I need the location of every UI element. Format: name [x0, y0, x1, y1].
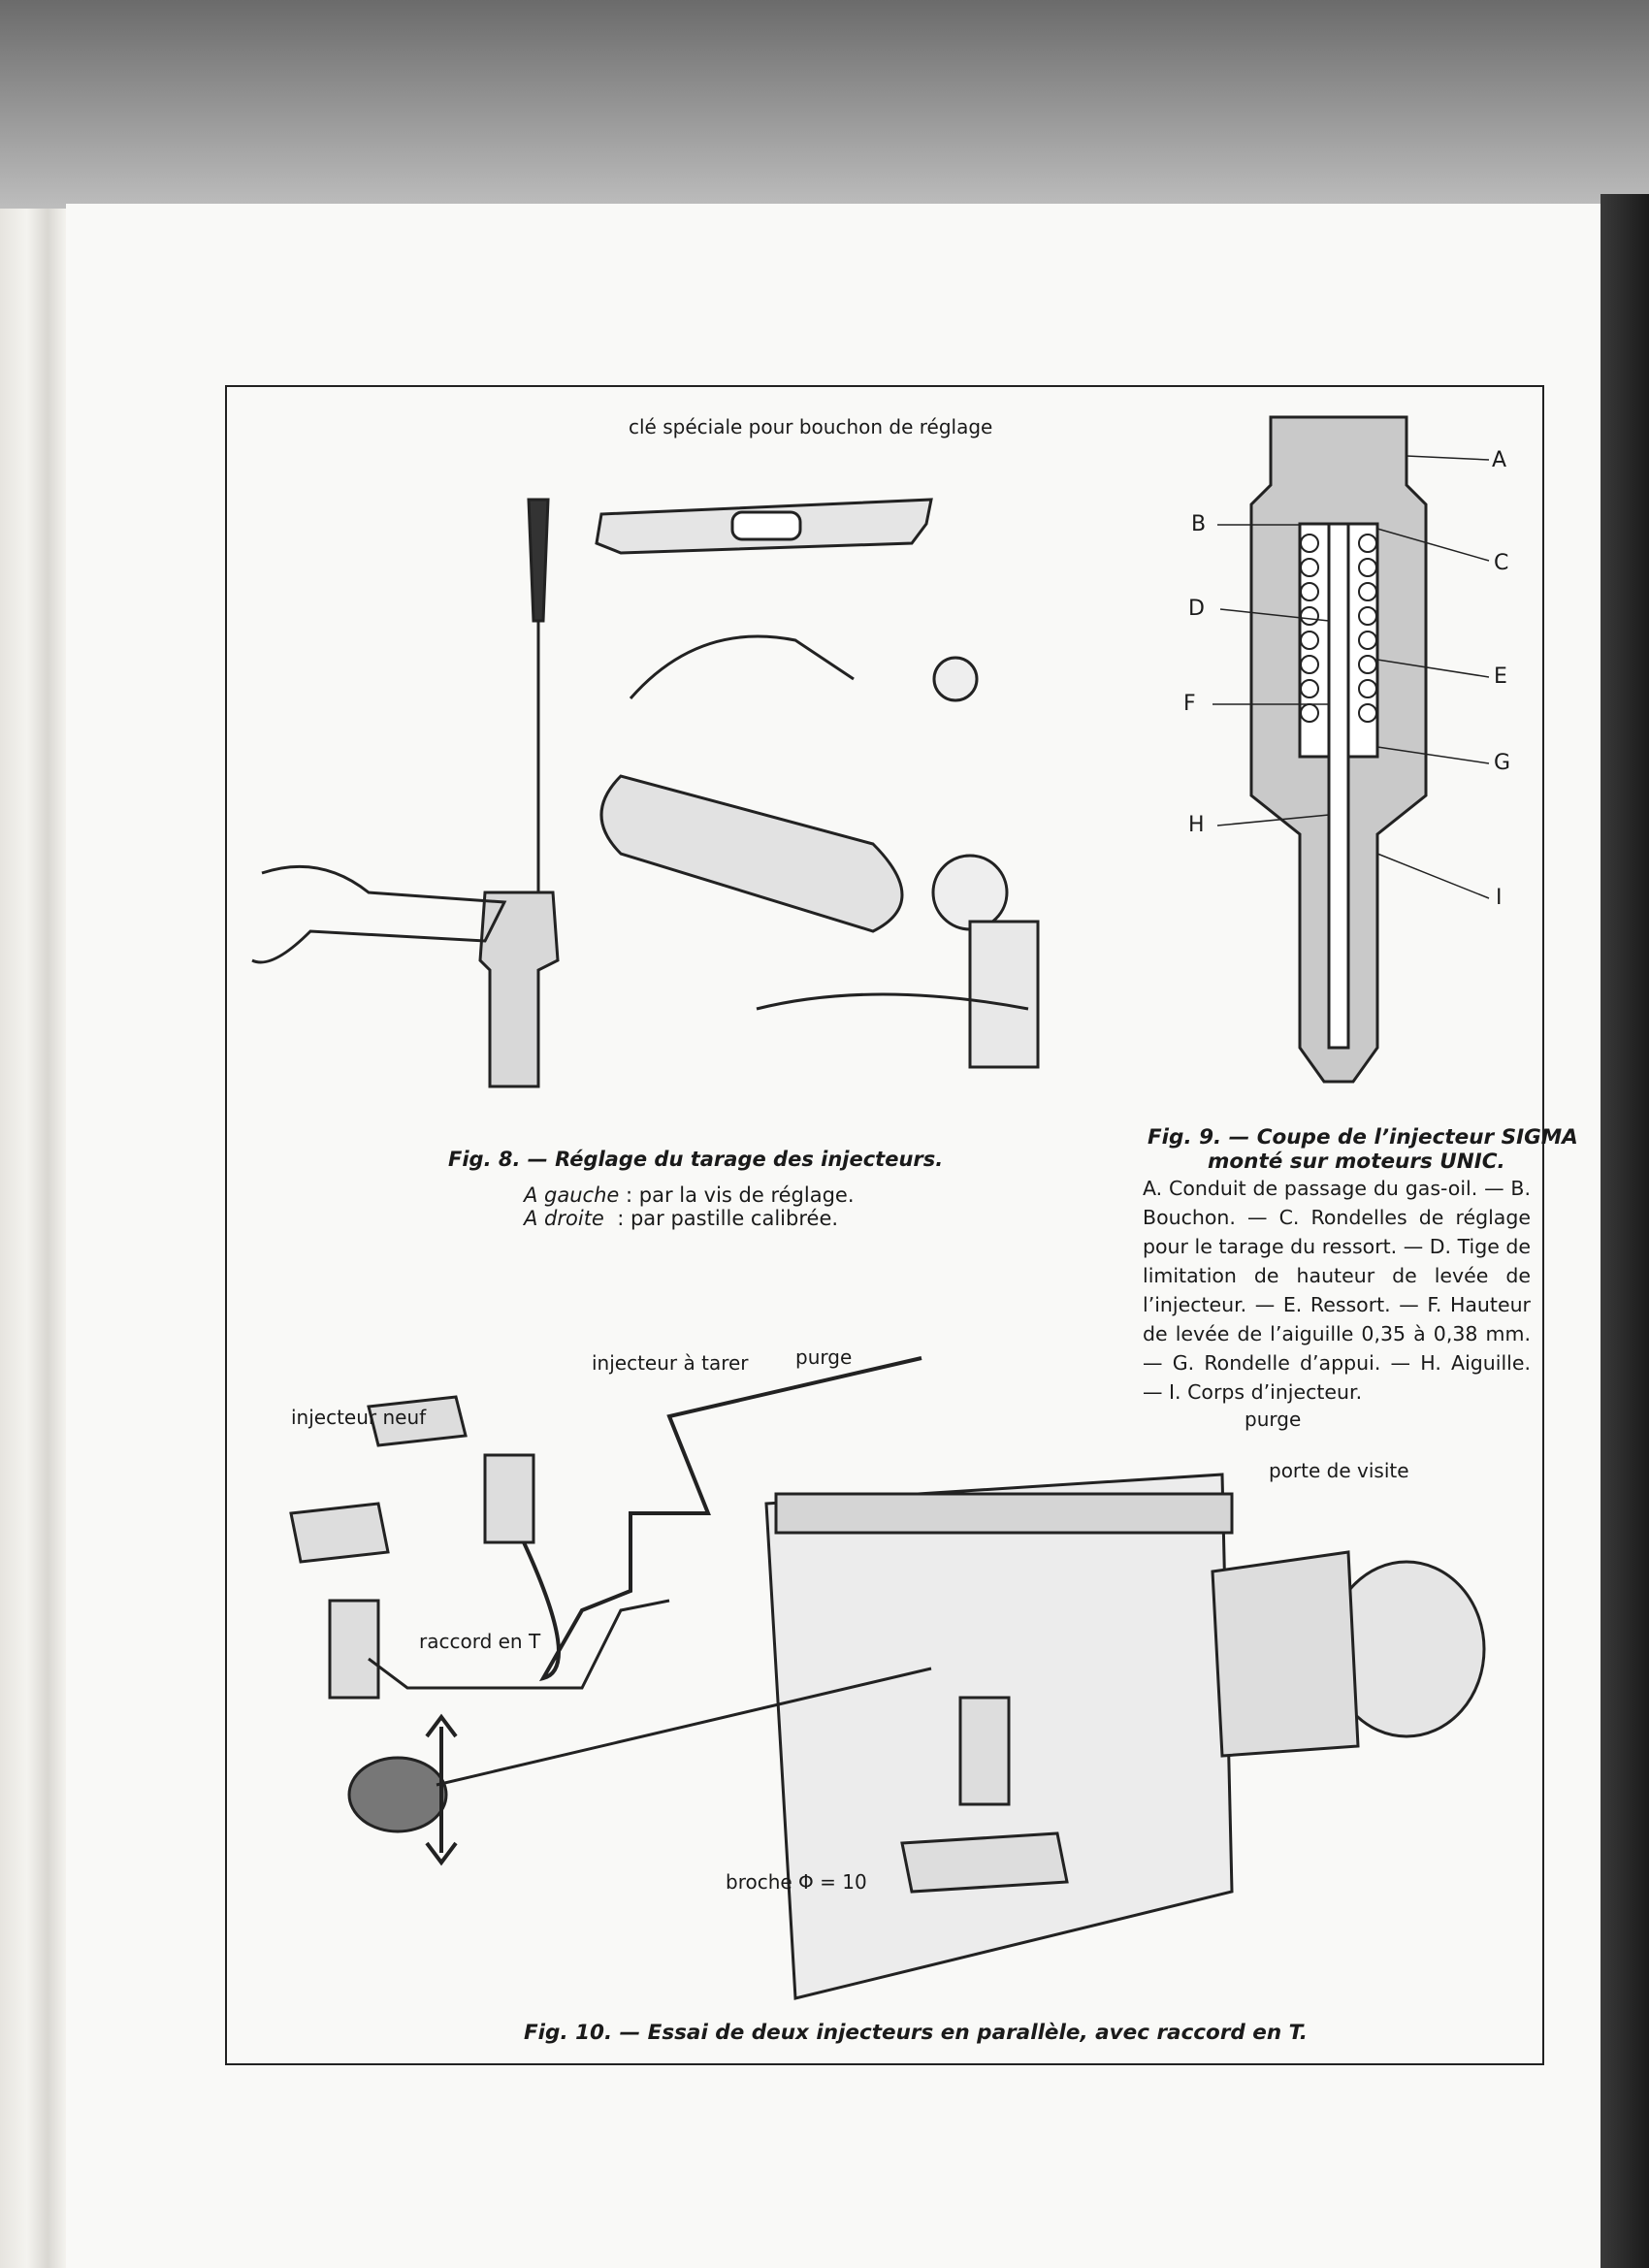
label-injecteur-neuf: injecteur neuf	[291, 1406, 427, 1429]
fig9-legend: A. Conduit de passage du gas-oil. — B. B…	[1143, 1177, 1531, 1404]
label-purge-right: purge	[1245, 1408, 1302, 1431]
fig9-letter-d: D	[1188, 597, 1205, 621]
fig9-letter-c: C	[1494, 551, 1509, 575]
fig9-letter-i: I	[1496, 886, 1503, 910]
fig8-hands-illustration	[599, 634, 1040, 1069]
fig8-left-note: A gauche : par la vis de réglage.	[524, 1183, 855, 1207]
fig8-right-prefix: A droite	[524, 1207, 604, 1230]
fig9-caption-line1: Fig. 9. — Coupe de l’injecteur SIGMA	[1148, 1125, 1578, 1150]
fig8-caption: Fig. 8. — Réglage du tarage des injecteu…	[448, 1148, 944, 1171]
fig9-letter-b: B	[1191, 512, 1207, 536]
scan-background	[0, 0, 1649, 209]
label-broche: broche Φ = 10	[726, 1870, 867, 1894]
fig8-left-text: : par la vis de réglage.	[626, 1183, 855, 1207]
label-porte-de-visite: porte de visite	[1269, 1459, 1409, 1482]
fig8-left-prefix: A gauche	[524, 1183, 620, 1207]
scan-shadow	[1600, 194, 1649, 2268]
figure-frame	[225, 385, 1544, 2065]
fig8-right-note: A droite : par pastille calibrée.	[524, 1207, 838, 1230]
fig8-right-text: : par pastille calibrée.	[617, 1207, 839, 1230]
fig10-caption: Fig. 10. — Essai de deux injecteurs en p…	[524, 2021, 1308, 2045]
fig10-pump-illustration	[289, 1356, 1486, 2000]
fig8-screwdriver-illustration	[251, 498, 560, 1088]
fig9-letter-e: E	[1494, 664, 1507, 689]
label-injecteur-a-tarer: injecteur à tarer	[592, 1351, 749, 1375]
fig9-injector-section	[1212, 415, 1490, 1084]
fig9-caption-line2: monté sur moteurs UNIC.	[1208, 1150, 1505, 1174]
label-purge-left: purge	[795, 1345, 853, 1369]
fig9-letter-h: H	[1188, 813, 1205, 837]
page-stack-edge	[0, 209, 68, 2268]
fig9-letter-a: A	[1492, 448, 1507, 472]
fig8-tool-label: clé spéciale pour bouchon de réglage	[629, 415, 993, 438]
fig9-letter-g: G	[1494, 751, 1511, 775]
fig9-letter-f: F	[1183, 692, 1196, 716]
label-raccord-en-t: raccord en T	[419, 1630, 541, 1653]
